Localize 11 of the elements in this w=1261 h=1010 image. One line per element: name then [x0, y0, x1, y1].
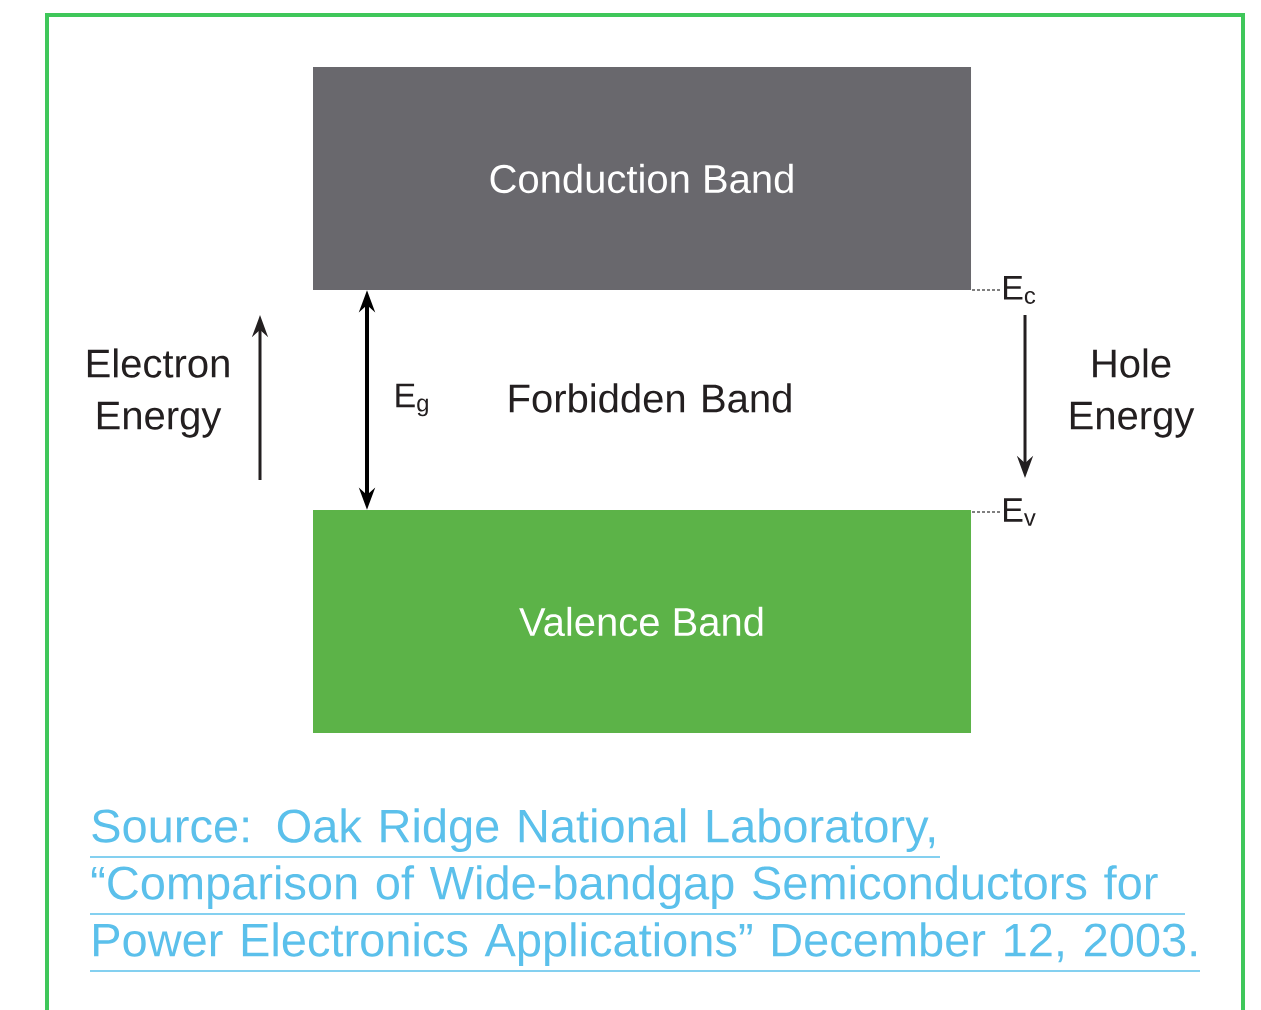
label: Hole Energy	[1070, 348, 1195, 438]
leader-line	[970, 289, 1001, 291]
level-label: E$_{c}$	[1004, 276, 1036, 304]
level-label: E$_{v}$	[1004, 498, 1036, 526]
label: Electron Energy	[87, 348, 229, 438]
band-box: Valence Band	[313, 510, 971, 733]
leader-line	[970, 511, 1001, 513]
band-box: Conduction Band	[313, 67, 971, 290]
label: Forbidden Band	[509, 383, 791, 413]
edge-label: E$_{g}$	[396, 383, 428, 417]
source-link: Source: Oak Ridge National Laboratory, “Comparison of Wide-bandgap Semiconductors for Power Electronics Applications” December 12, 2003.	[89, 808, 1201, 972]
